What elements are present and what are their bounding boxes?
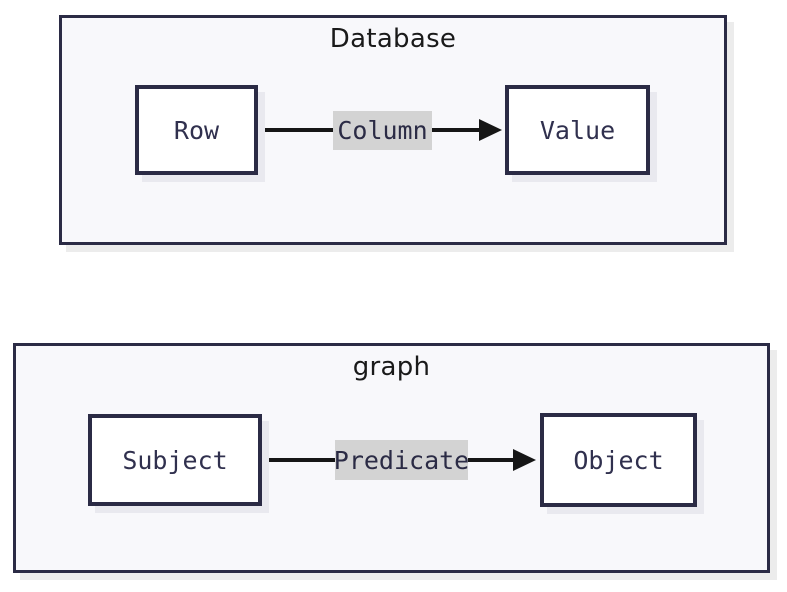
edge-label-predicate: Predicate — [334, 440, 469, 480]
node-object-label: Object — [573, 445, 664, 475]
node-value: Value — [505, 85, 650, 175]
arrowhead-icon — [513, 449, 536, 471]
node-object: Object — [540, 413, 697, 507]
edge-label-column: Column — [333, 111, 432, 150]
node-subject: Subject — [88, 414, 262, 506]
arrowhead-icon — [479, 119, 502, 141]
node-value-label: Value — [539, 115, 616, 145]
subgraph-database-title: Database — [329, 24, 457, 54]
node-subject-label: Subject — [122, 445, 228, 475]
subgraph-graph-title: graph — [352, 352, 431, 382]
node-row-label: Row — [173, 115, 220, 145]
node-row: Row — [135, 85, 258, 175]
